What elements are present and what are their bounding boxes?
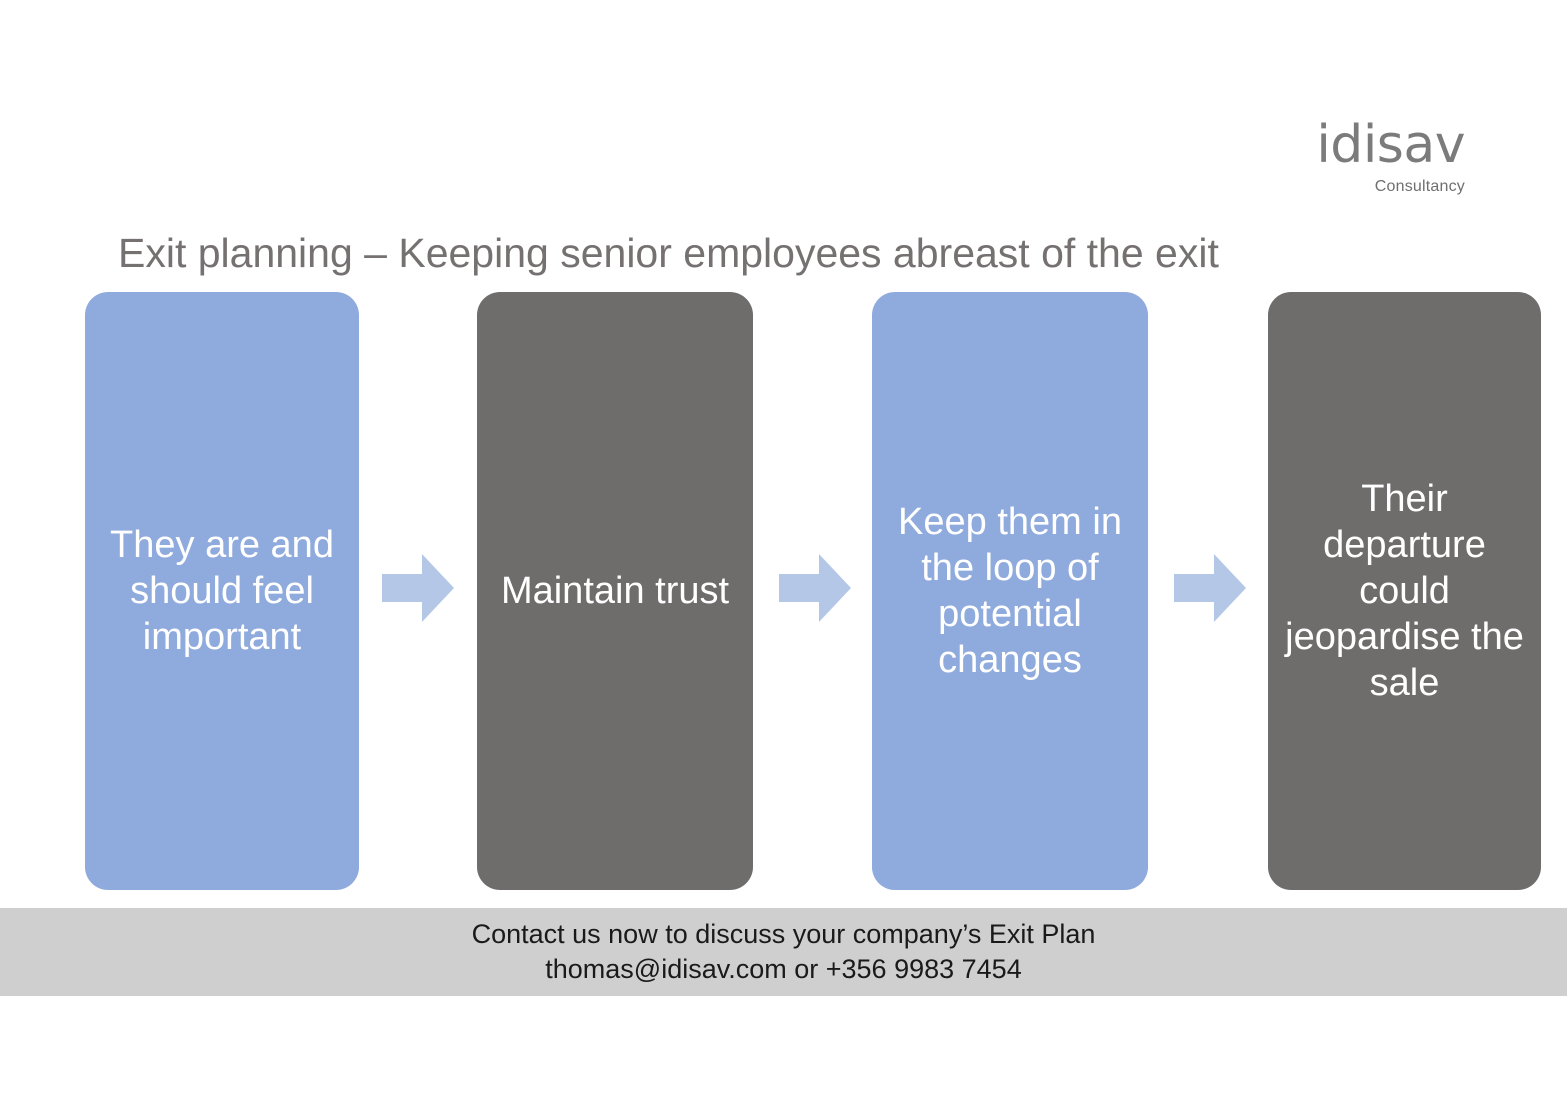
process-step-4-label: Their departure could jeopardise the sal… xyxy=(1285,478,1524,704)
brand-logo: idisav Consultancy xyxy=(1180,118,1465,196)
footer-contact-band: Contact us now to discuss your company’s… xyxy=(0,908,1567,996)
process-step-4[interactable]: Their departure could jeopardise the sal… xyxy=(1268,292,1541,890)
process-step-1-label: They are and should feel important xyxy=(110,524,334,658)
process-step-2-label: Maintain trust xyxy=(500,570,730,612)
logo-tagline: Consultancy xyxy=(1374,178,1465,195)
arrow-right-icon xyxy=(779,552,851,624)
footer-contact-line[interactable]: thomas@idisav.com or +356 9983 7454 xyxy=(545,954,1022,984)
footer-cta-line: Contact us now to discuss your company’s… xyxy=(471,919,1096,949)
process-step-3[interactable]: Keep them in the loop of potential chang… xyxy=(872,292,1148,890)
arrow-right-icon xyxy=(382,552,454,624)
arrow-right-icon xyxy=(1174,552,1246,624)
process-step-3-label: Keep them in the loop of potential chang… xyxy=(898,501,1122,681)
logo-wordmark: idisav xyxy=(1316,115,1465,175)
process-step-1[interactable]: They are and should feel important xyxy=(85,292,359,890)
page-title: Exit planning – Keeping senior employees… xyxy=(118,230,1219,276)
process-step-2[interactable]: Maintain trust xyxy=(477,292,753,890)
